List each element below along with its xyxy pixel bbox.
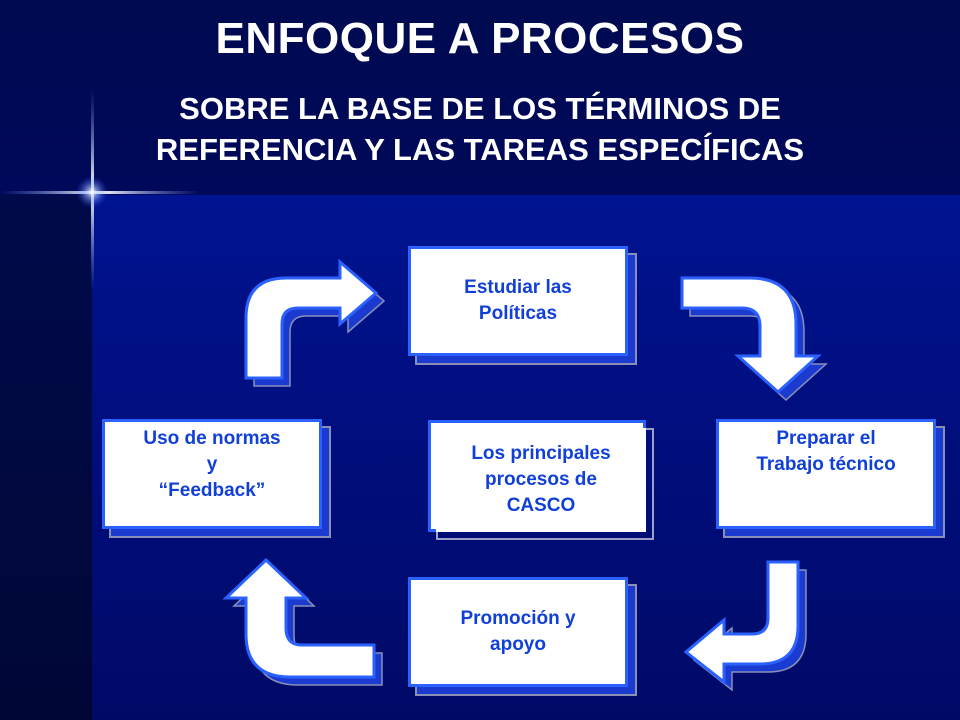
center-label-line: CASCO bbox=[506, 495, 576, 516]
arrow-estudiar-to-preparar bbox=[680, 276, 822, 395]
center-label-line: procesos de bbox=[485, 469, 597, 490]
step-label-line: apoyo bbox=[490, 634, 546, 655]
header-background bbox=[0, 0, 960, 195]
step-label-line: Uso de normas bbox=[143, 428, 281, 449]
step-label-line: Trabajo técnico bbox=[756, 454, 896, 475]
left-band-background bbox=[0, 195, 92, 720]
center-label-line: Los principales bbox=[471, 443, 611, 464]
step-label-line: “Feedback” bbox=[158, 480, 266, 501]
step-uso-normas: Uso de normas y “Feedback” bbox=[102, 419, 322, 529]
step-label-line: Políticas bbox=[478, 303, 558, 324]
step-label-line: Preparar el bbox=[776, 428, 876, 449]
step-label-line: Estudiar las bbox=[464, 277, 572, 298]
center-label: Los principales procesos de CASCO bbox=[436, 428, 646, 532]
page-title: ENFOQUE A PROCESOS bbox=[215, 14, 745, 63]
arrow-preparar-to-promocion bbox=[683, 560, 800, 686]
step-preparar-trabajo: Preparar el Trabajo técnico bbox=[716, 419, 936, 529]
page-subtitle: SOBRE LA BASE DE LOS TÉRMINOS DE REFEREN… bbox=[155, 91, 805, 167]
step-promocion-apoyo: Promoción y apoyo bbox=[408, 577, 628, 687]
arrow-uso-to-estudiar bbox=[244, 258, 379, 380]
arrow-promocion-to-uso bbox=[222, 557, 376, 679]
step-label-line: Promoción y bbox=[460, 608, 576, 629]
step-label-line: y bbox=[206, 454, 218, 475]
step-estudiar-politicas: Estudiar las Políticas bbox=[408, 246, 628, 356]
